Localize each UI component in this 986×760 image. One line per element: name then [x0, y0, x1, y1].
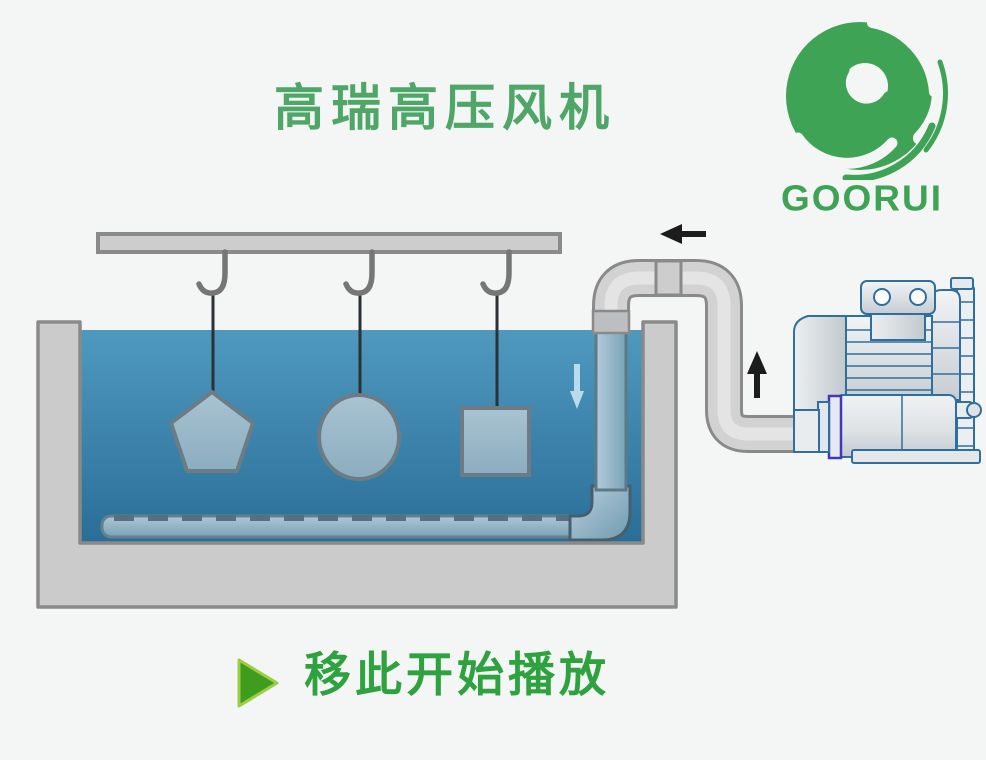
ring-blower	[793, 277, 982, 464]
suspended-square	[460, 406, 531, 477]
muffler-clamp-ring	[827, 394, 843, 460]
brand-logo: GOORUI	[748, 10, 976, 224]
play-button[interactable]: 移此开始播放	[230, 645, 650, 715]
inlet-flange	[793, 409, 820, 453]
treatment-tank	[36, 320, 678, 609]
page-title: 高瑞高压风机	[274, 80, 616, 136]
pipe-coupling	[654, 259, 683, 297]
flow-arrow-down-icon	[570, 364, 584, 409]
hanger-hooks	[196, 249, 512, 296]
riser-elbow	[568, 484, 632, 542]
flow-arrow-up-icon	[747, 351, 767, 398]
brand-wordmark: GOORUI	[780, 178, 944, 219]
hanger-rail	[96, 232, 562, 254]
pipe-collar	[591, 309, 631, 335]
goorui-vortex-icon	[786, 18, 949, 180]
play-icon[interactable]	[237, 658, 281, 708]
terminal-pedestal	[870, 313, 926, 341]
suspended-circle	[317, 393, 401, 481]
diffuser-pipe	[100, 514, 580, 539]
blower-top-fitting	[950, 277, 974, 290]
blower-base	[851, 449, 981, 464]
riser-pipe	[594, 326, 628, 492]
pipe-assembly	[591, 259, 795, 453]
play-label[interactable]: 移此开始播放	[304, 650, 610, 702]
flow-arrow-left-icon	[660, 224, 706, 244]
inlet-muffler	[835, 394, 957, 458]
suspended-pentagon	[168, 389, 256, 473]
suspension-wires	[211, 294, 499, 411]
